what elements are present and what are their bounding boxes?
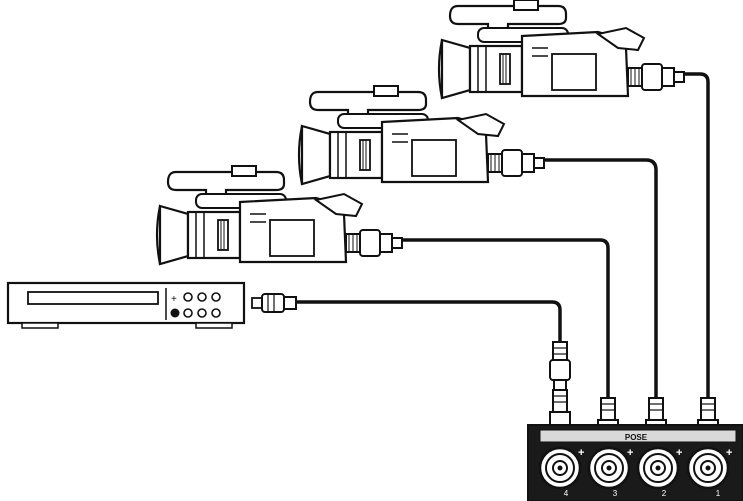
- cable-camera-bottom: [395, 238, 610, 398]
- svg-text:+: +: [726, 447, 732, 459]
- dvd-player: +: [6, 281, 297, 329]
- cables: [296, 72, 710, 398]
- rca-plug-icon: [251, 293, 297, 313]
- input-number-3: 3: [613, 489, 618, 498]
- input-number-2: 2: [662, 489, 667, 498]
- bnc-socket-icon: [538, 446, 582, 490]
- input-number-4: 4: [564, 489, 569, 498]
- bnc-socket-icon: [587, 446, 631, 490]
- camcorder-icon: [297, 84, 546, 186]
- svg-text:+: +: [171, 294, 177, 305]
- svg-text:+: +: [578, 447, 584, 459]
- video-switcher: POSE 4 3 2 1 + + + +: [527, 424, 743, 501]
- cable-camera-top: [676, 72, 710, 398]
- bnc-socket-icon: [686, 446, 730, 490]
- bnc-socket-icon: [636, 446, 680, 490]
- camcorder-bottom: [155, 164, 404, 266]
- svg-text:+: +: [627, 447, 633, 459]
- camcorder-top: [437, 0, 686, 100]
- switcher-label: POSE: [625, 433, 648, 442]
- camcorder-icon: [437, 0, 686, 100]
- rca-adapter-icon: [549, 341, 571, 391]
- input-socket-3: 3: [587, 446, 631, 498]
- camcorder-middle: [297, 84, 546, 186]
- plus-icon: + + + +: [578, 447, 732, 459]
- cable-camera-middle: [535, 158, 658, 398]
- input-socket-2: 2: [636, 446, 680, 498]
- input-number-1: 1: [716, 489, 721, 498]
- input-socket-1: 1: [686, 446, 730, 498]
- cable-dvd: [296, 300, 562, 342]
- input-socket-4: 4: [538, 446, 582, 498]
- svg-text:+: +: [676, 447, 682, 459]
- camcorder-icon: [155, 164, 404, 266]
